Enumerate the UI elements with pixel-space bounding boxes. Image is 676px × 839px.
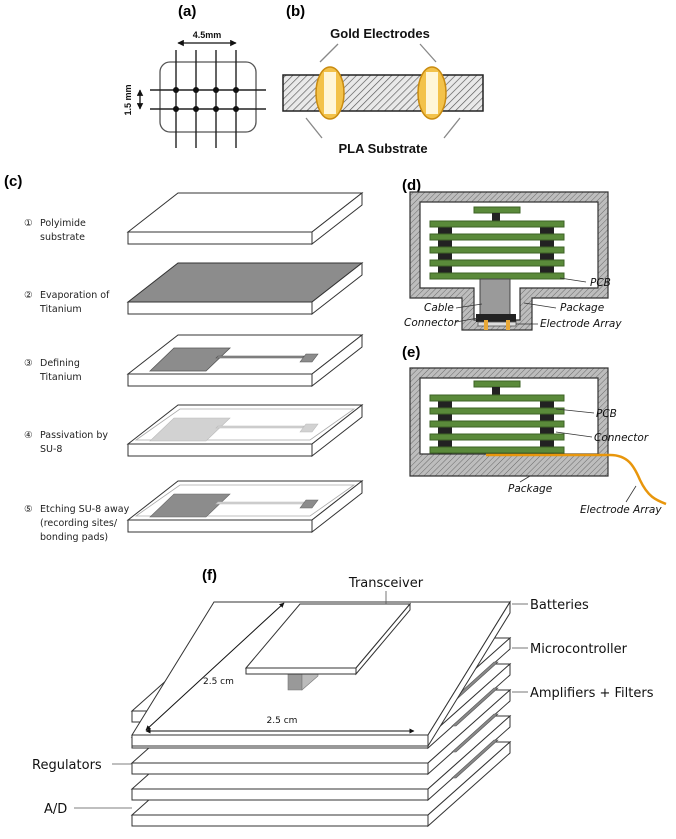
panel-d-label: (d) [402,177,421,194]
panel-a-label: (a) [178,3,196,20]
panel-c: (c) ① Polyimide substrate ② Evaporation … [4,173,364,543]
panel-a: (a) 4.5mm 1.5 mm [123,3,266,148]
amplifiers-label: Amplifiers + Filters [530,686,654,701]
gold-electrodes-label: Gold Electrodes [330,26,430,41]
transceiver-label: Transceiver [348,576,424,591]
gold-electrode-right [417,66,447,120]
step-3-line-1: Defining [40,358,80,369]
step-5-line-2: (recording sites/ [40,518,118,529]
panel-b: (b) Gold Electrodes PLA Substrate [282,3,484,156]
connector-d [476,314,516,322]
electrode-array-label-e: Electrode Array [580,504,662,516]
step-5-number: ⑤ [24,504,33,515]
step-4-line-2: SU-8 [40,444,62,455]
step-3-line-2: Titanium [39,372,82,383]
width-dimension-label: 4.5mm [193,30,222,40]
batteries-label: Batteries [530,598,589,613]
pcb-stack-d [429,206,565,280]
step-1-line-2: substrate [40,232,85,243]
step-5: ⑤ Etching SU-8 away (recording sites/ bo… [24,479,364,543]
regulators-label: Regulators [32,758,102,773]
depth-dimension-arrow [145,602,285,731]
step-2-line-2: Titanium [39,304,82,315]
width-dimension-label-f: 2.5 cm [267,716,298,726]
step-4-number: ④ [24,430,33,441]
step-2-number: ② [24,290,33,301]
panel-f-label: (f) [202,567,217,584]
cable-d [479,278,511,316]
cable-label-d: Cable [424,302,454,314]
electrode-array-d [477,321,517,327]
package-d [409,191,609,331]
depth-dimension-label: 2.5 cm [203,677,234,687]
step-3-number: ③ [24,358,33,369]
step-4: ④ Passivation by SU-8 [24,403,364,458]
electrode-array-label-d: Electrode Array [540,318,622,330]
gold-electrode-left [315,66,345,120]
pcb-label-e: PCB [596,408,617,420]
connector-label-e: Connector [594,432,649,444]
step-5-line-1: Etching SU-8 away [40,504,130,515]
board-stack [130,600,512,828]
panel-d: (d) PCB Cable Package Connector [402,177,622,331]
pla-substrate [282,74,484,112]
step-2-line-1: Evaporation of [40,290,110,301]
pcb-stack-e [429,380,565,454]
pcb-label-d: PCB [590,277,611,289]
step-3: ③ Defining Titanium [24,333,364,388]
pla-substrate-label: PLA Substrate [338,141,427,156]
step-1: ① Polyimide substrate [24,191,364,246]
step-5-line-3: bonding pads) [40,532,108,543]
step-1-line-1: Polyimide [40,218,86,229]
package-label-d: Package [560,302,604,314]
microcontroller-label: Microcontroller [530,642,628,657]
adc-label: A/D [44,802,67,817]
panel-f: (f) [32,567,654,828]
step-4-line-1: Passivation by [40,430,108,441]
electrode-grid [150,50,266,148]
panel-c-label: (c) [4,173,22,190]
panel-e: (e) PCB Connector Package Electrode Arra… [402,344,667,516]
connector-label-d: Connector [404,317,459,329]
step-2: ② Evaporation of Titanium [24,261,364,316]
height-dimension-label: 1.5 mm [123,84,133,115]
panel-b-label: (b) [286,3,305,20]
panel-e-label: (e) [402,344,420,361]
step-1-number: ① [24,218,33,229]
package-label-e: Package [508,483,552,495]
electrode-array-cable-e [486,453,667,506]
